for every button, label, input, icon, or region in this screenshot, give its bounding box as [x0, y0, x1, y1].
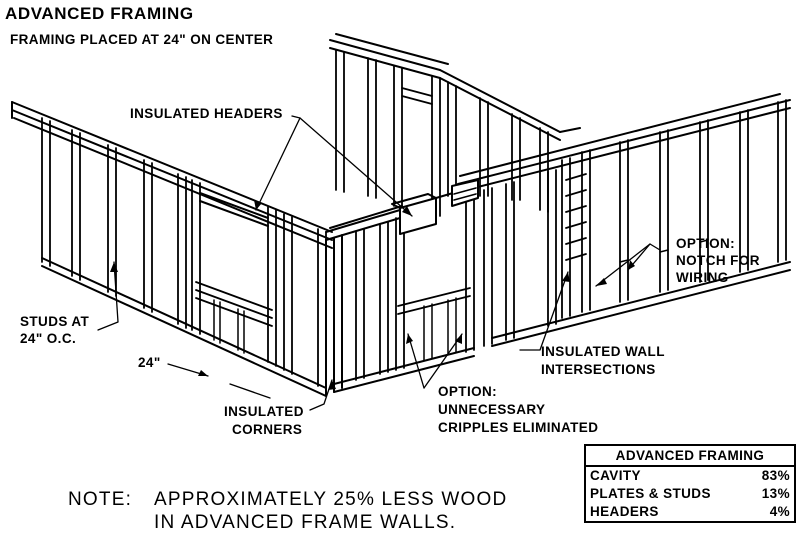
- insulated-header-left: [391, 193, 437, 235]
- leader-arrowheads: [110, 200, 635, 390]
- table-row: HEADERS 4%: [586, 503, 794, 521]
- label-cripples-line3: CRIPPLES ELIMINATED: [438, 420, 599, 435]
- label-wiring-line1: OPTION:: [676, 236, 736, 251]
- label-insulated-headers: INSULATED HEADERS: [130, 106, 283, 121]
- label-corners-line2: CORNERS: [232, 422, 303, 437]
- left-wall: [11, 101, 333, 397]
- table-cell-value: 83%: [761, 468, 790, 483]
- insulated-header-right: [451, 179, 479, 207]
- note-line2: IN ADVANCED FRAME WALLS.: [154, 512, 457, 533]
- table-header: ADVANCED FRAMING: [586, 446, 794, 467]
- page-title: ADVANCED FRAMING: [5, 4, 194, 23]
- table-row: CAVITY 83%: [586, 467, 794, 485]
- label-wiring-line2: NOTCH FOR: [676, 253, 760, 268]
- note-line1: APPROXIMATELY 25% LESS WOOD: [154, 489, 508, 510]
- framing-table: ADVANCED FRAMING CAVITY 83% PLATES & STU…: [584, 444, 796, 523]
- label-intersections-line2: INTERSECTIONS: [541, 362, 656, 377]
- label-cripples-line1: OPTION:: [438, 384, 498, 399]
- note-label: NOTE:: [68, 489, 133, 510]
- label-intersections-line1: INSULATED WALL: [541, 344, 665, 359]
- label-spacing-dim: 24": [138, 355, 161, 370]
- table-row: PLATES & STUDS 13%: [586, 485, 794, 503]
- label-corners-line1: INSULATED: [224, 404, 304, 419]
- table-cell-value: 13%: [761, 486, 790, 501]
- table-cell-name: CAVITY: [590, 468, 641, 483]
- table-cell-name: HEADERS: [590, 504, 659, 519]
- table-cell-name: PLATES & STUDS: [590, 486, 711, 501]
- label-studs-line1: STUDS AT: [20, 314, 90, 329]
- page-subtitle: FRAMING PLACED AT 24" ON CENTER: [10, 32, 274, 47]
- back-wall: [329, 33, 561, 217]
- right-wall: [457, 93, 791, 347]
- label-wiring-line3: WIRING: [676, 270, 729, 285]
- label-studs-line2: 24" O.C.: [20, 331, 77, 346]
- table-cell-value: 4%: [769, 504, 790, 519]
- front-wall: [325, 187, 493, 397]
- label-cripples-line2: UNNECESSARY: [438, 402, 546, 417]
